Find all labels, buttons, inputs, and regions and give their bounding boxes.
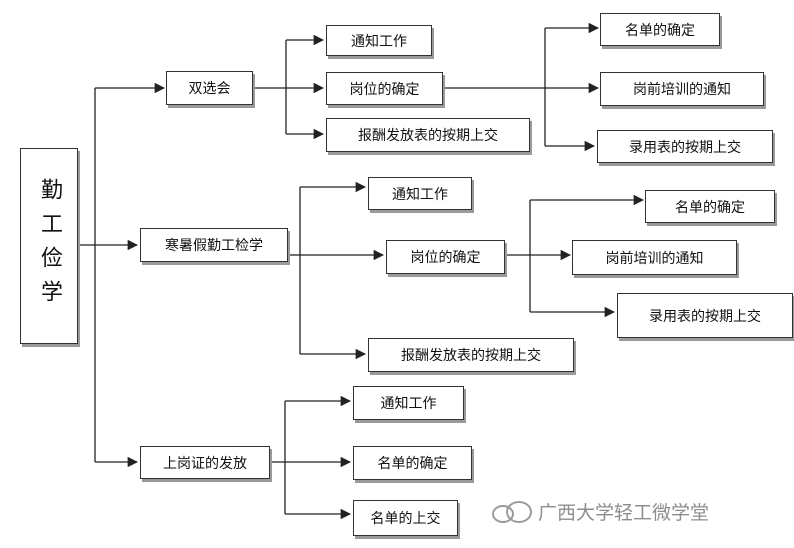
branch-node-2: 寒暑假勤工检学 — [140, 228, 288, 262]
b2-sub-child-1: 名单的确定 — [645, 190, 775, 223]
b1-child-2: 岗位的确定 — [326, 72, 443, 105]
branch-node-3: 上岗证的发放 — [140, 446, 270, 479]
b3-child-3: 名单的上交 — [353, 500, 458, 536]
b3-child-2: 名单的确定 — [353, 446, 472, 480]
watermark: 广西大学轻工微学堂 — [492, 498, 709, 525]
root-node: 勤工俭学 — [20, 148, 78, 344]
b1-child-3: 报酬发放表的按期上交 — [326, 118, 530, 152]
chat-bubbles-icon — [492, 500, 532, 523]
b2-child-2: 岗位的确定 — [386, 240, 505, 274]
b2-child-3: 报酬发放表的按期上交 — [368, 338, 574, 372]
b1-sub-child-3: 录用表的按期上交 — [597, 130, 773, 163]
b2-child-1: 通知工作 — [368, 177, 472, 210]
b1-child-1: 通知工作 — [326, 25, 432, 56]
watermark-text: 广西大学轻工微学堂 — [538, 502, 710, 524]
b1-sub-child-1: 名单的确定 — [600, 13, 720, 46]
b3-child-1: 通知工作 — [353, 386, 464, 420]
b1-sub-child-2: 岗前培训的通知 — [600, 72, 764, 106]
branch-node-1: 双选会 — [166, 71, 253, 105]
b2-sub-child-2: 岗前培训的通知 — [572, 240, 737, 275]
b2-sub-child-3: 录用表的按期上交 — [617, 293, 793, 338]
